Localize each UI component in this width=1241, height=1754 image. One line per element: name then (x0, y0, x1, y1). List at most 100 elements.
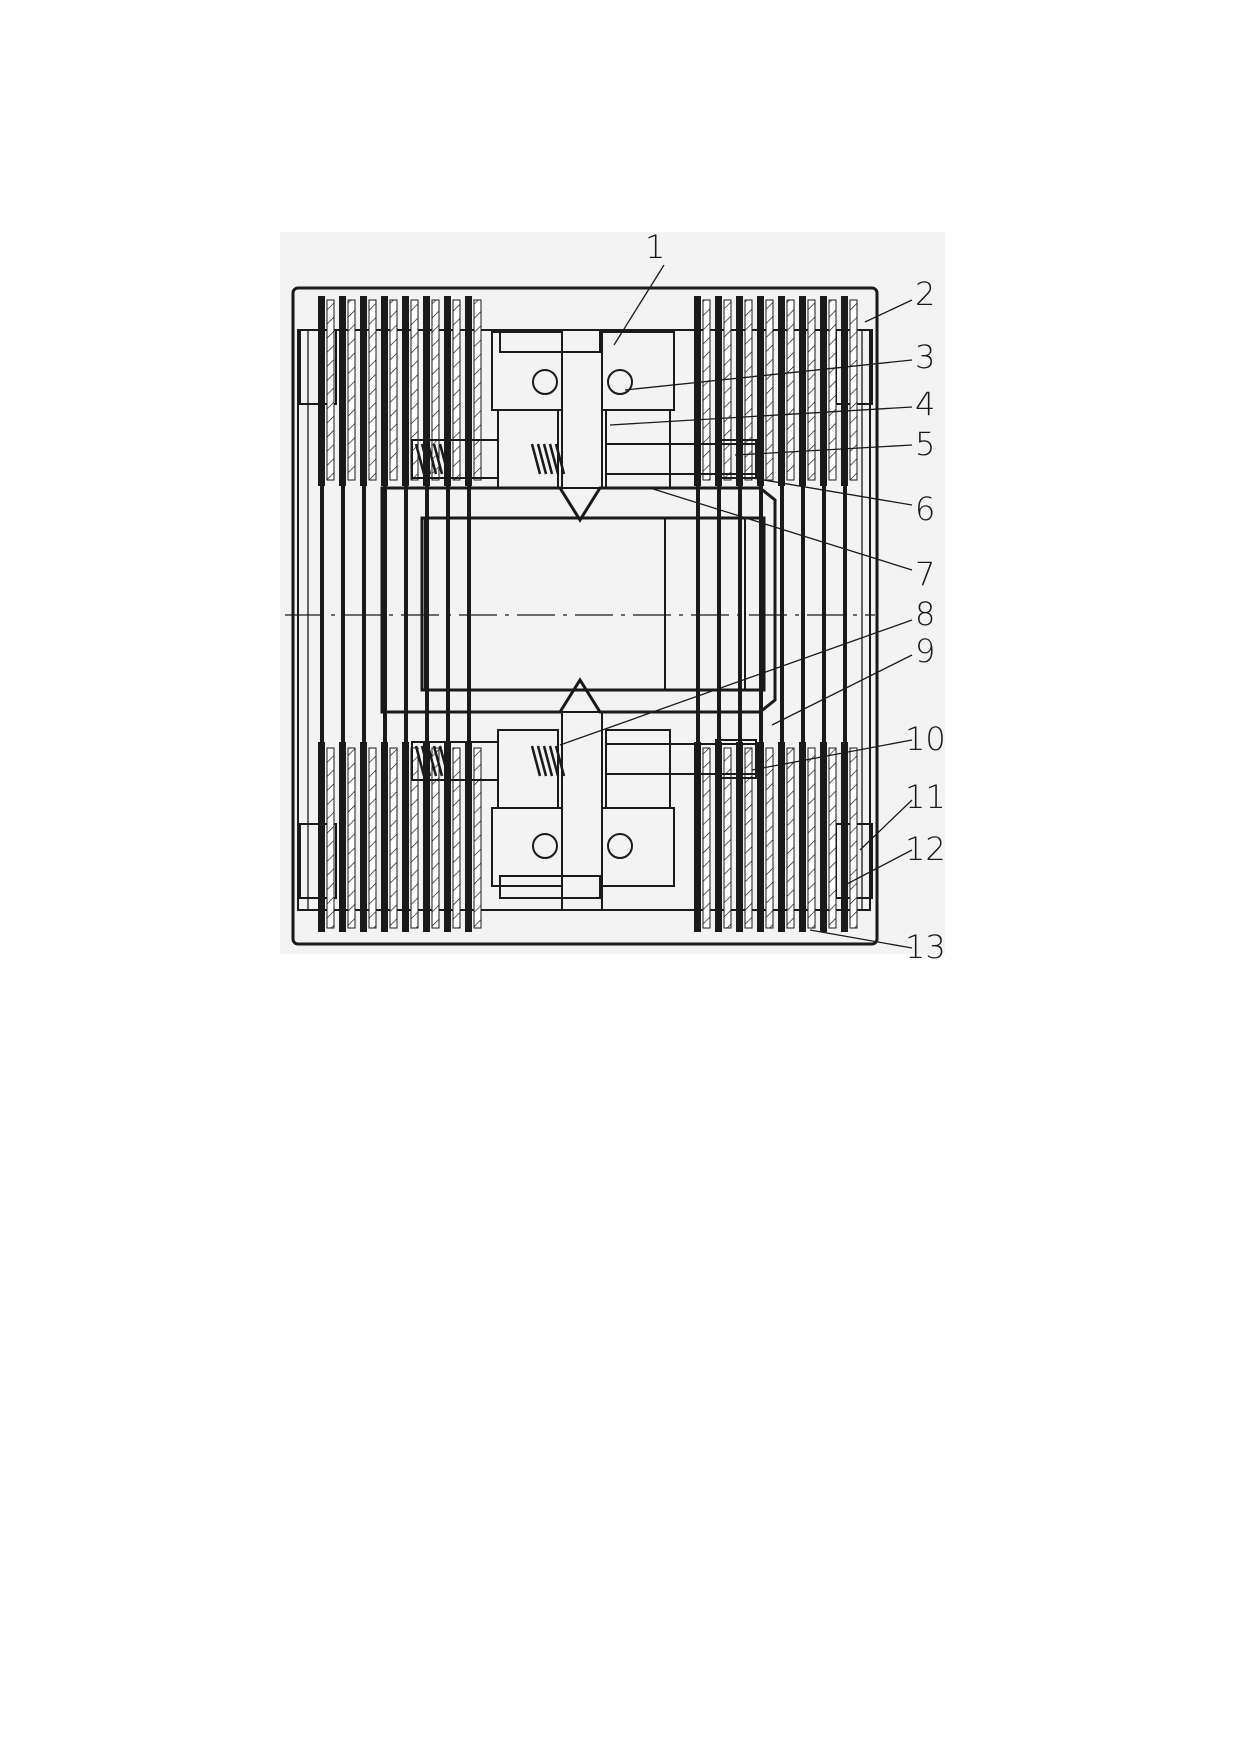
spring-coil (554, 443, 566, 475)
friction-disc-pack-right (694, 296, 858, 932)
spring-coil (536, 443, 548, 475)
friction-disc (694, 742, 701, 932)
friction-disc (820, 296, 827, 486)
spring-coil (414, 745, 426, 777)
steel-disc (828, 747, 837, 929)
disc-plate (822, 486, 826, 742)
steel-disc (723, 747, 732, 929)
disc-plate (362, 486, 366, 742)
disc-plate (404, 486, 408, 742)
steel-disc (744, 299, 753, 481)
spring-coil (542, 443, 554, 475)
steel-disc (389, 299, 398, 481)
callout-11: 11 (905, 778, 946, 816)
callout-leaders (559, 264, 913, 949)
callout-5: 5 (915, 425, 935, 463)
callout-9: 9 (915, 632, 935, 670)
friction-disc (423, 742, 430, 932)
spring-coil (426, 745, 438, 777)
callout-10: 10 (905, 720, 946, 758)
steel-disc (807, 747, 816, 929)
steel-disc (473, 747, 482, 929)
friction-disc (423, 296, 430, 486)
disc-plate (467, 486, 471, 742)
steel-disc (744, 747, 753, 929)
friction-disc (820, 742, 827, 932)
disc-plate (780, 486, 784, 742)
friction-disc (715, 296, 722, 486)
friction-disc (757, 742, 764, 932)
friction-disc (778, 296, 785, 486)
steel-disc (828, 299, 837, 481)
spring-coil (542, 745, 554, 777)
steel-disc (452, 299, 461, 481)
friction-disc (694, 296, 701, 486)
steel-disc (347, 747, 356, 929)
spring-coil (432, 745, 444, 777)
friction-disc (841, 296, 848, 486)
spring-coil (432, 443, 444, 475)
friction-disc (715, 742, 722, 932)
disc-plate (759, 486, 763, 742)
friction-disc-pack-left (318, 296, 482, 932)
friction-disc (444, 296, 451, 486)
disc-plate (320, 486, 324, 742)
steel-disc (368, 299, 377, 481)
spring-coil (420, 443, 432, 475)
friction-disc (339, 742, 346, 932)
friction-disc (381, 742, 388, 932)
disc-plate (843, 486, 847, 742)
steel-disc (702, 747, 711, 929)
spring-coil (438, 443, 450, 475)
steel-disc (723, 299, 732, 481)
steel-disc (702, 299, 711, 481)
friction-disc (736, 296, 743, 486)
callout-labels: 1 2 3 4 5 6 7 8 9 10 11 12 13 (645, 228, 946, 966)
callout-1: 1 (645, 228, 665, 266)
callout-8: 8 (915, 595, 935, 633)
spring-coil (554, 745, 566, 777)
spring-coil (530, 443, 542, 475)
steel-disc (410, 299, 419, 481)
friction-disc (465, 296, 472, 486)
spring-coil (548, 745, 560, 777)
friction-disc (736, 742, 743, 932)
steel-disc (765, 299, 774, 481)
steel-disc (410, 747, 419, 929)
disc-plate (425, 486, 429, 742)
callout-3: 3 (915, 338, 935, 376)
friction-disc (444, 742, 451, 932)
disc-plate (341, 486, 345, 742)
right-piston-housing (601, 331, 675, 887)
callout-12: 12 (905, 830, 946, 868)
friction-disc (318, 296, 325, 486)
spring-coil (420, 745, 432, 777)
friction-disc (841, 742, 848, 932)
callout-2: 2 (915, 275, 935, 313)
friction-disc (465, 742, 472, 932)
spring-coil (414, 443, 426, 475)
steel-disc (368, 747, 377, 929)
steel-disc (849, 299, 858, 481)
callout-7: 7 (915, 555, 935, 593)
spring-coil (530, 745, 542, 777)
steel-disc (326, 299, 335, 481)
friction-disc (360, 296, 367, 486)
friction-disc (799, 296, 806, 486)
central-hub (380, 486, 777, 714)
steel-disc (786, 299, 795, 481)
disc-plate (738, 486, 742, 742)
callout-13: 13 (905, 928, 946, 966)
spring-coil (438, 745, 450, 777)
steel-disc (473, 299, 482, 481)
disc-plate (696, 486, 700, 742)
spring-assemblies (411, 439, 757, 781)
steel-disc (389, 747, 398, 929)
spring-coil (536, 745, 548, 777)
spring-coil (426, 443, 438, 475)
spring-coil (548, 443, 560, 475)
friction-disc (402, 742, 409, 932)
callout-4: 4 (915, 385, 935, 423)
steel-disc (786, 747, 795, 929)
friction-disc (757, 296, 764, 486)
